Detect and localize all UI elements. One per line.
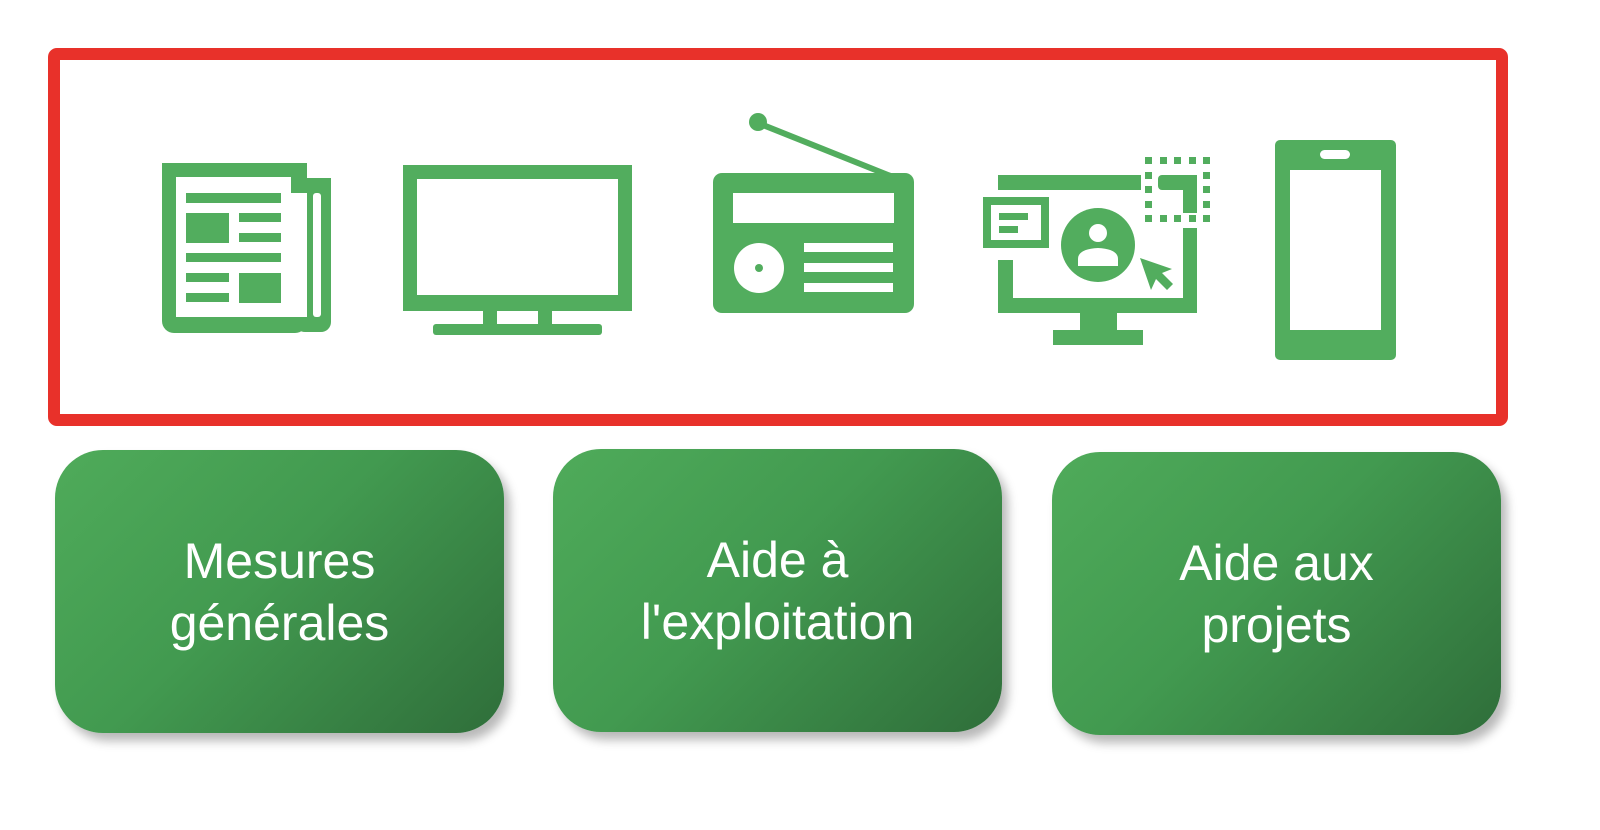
card-label-line2: générales (169, 594, 390, 651)
card-label-line1: Aide à (706, 531, 849, 588)
radio-icon (713, 113, 914, 313)
newspaper-icon (162, 163, 331, 333)
smartphone-icon (1275, 140, 1396, 360)
card-aide-projets: Aide aux projets (1052, 452, 1501, 735)
card-label-line1: Mesures (183, 532, 376, 589)
selection-dots (1145, 157, 1210, 222)
card-label-line2: l'exploitation (640, 593, 915, 650)
card-aide-exploitation: Aide à l'exploitation (553, 449, 1002, 732)
card-label-line1: Aide aux (1179, 534, 1374, 591)
web-monitor-icon (980, 157, 1210, 345)
television-icon (403, 165, 632, 335)
card-mesures-generales: Mesures générales (55, 450, 504, 733)
highlight-frame (48, 48, 1508, 426)
card-label-line2: projets (1201, 596, 1352, 653)
